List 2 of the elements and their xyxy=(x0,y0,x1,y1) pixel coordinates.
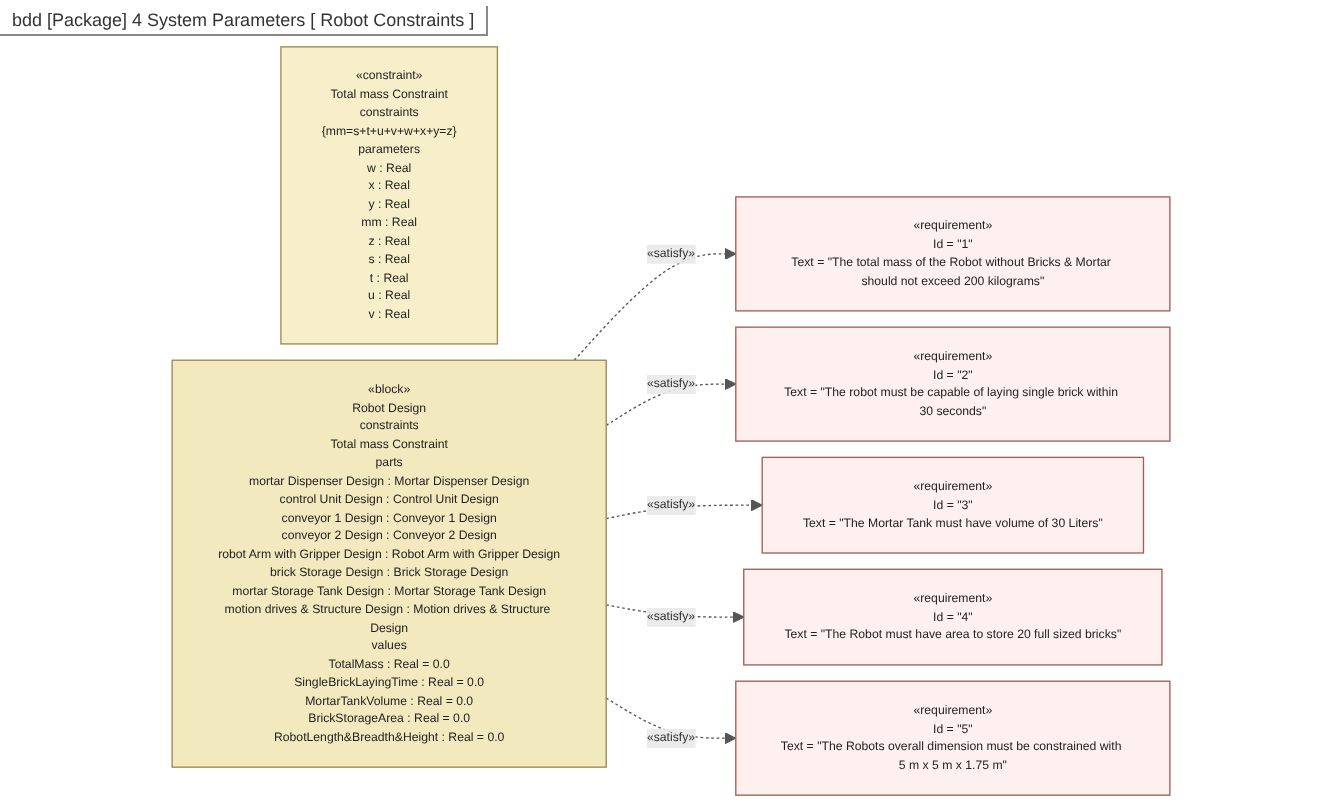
diagram-frame-title: bdd [Package] 4 System Parameters [ Robot Constraints ] xyxy=(0,6,489,36)
arrow xyxy=(573,247,737,361)
